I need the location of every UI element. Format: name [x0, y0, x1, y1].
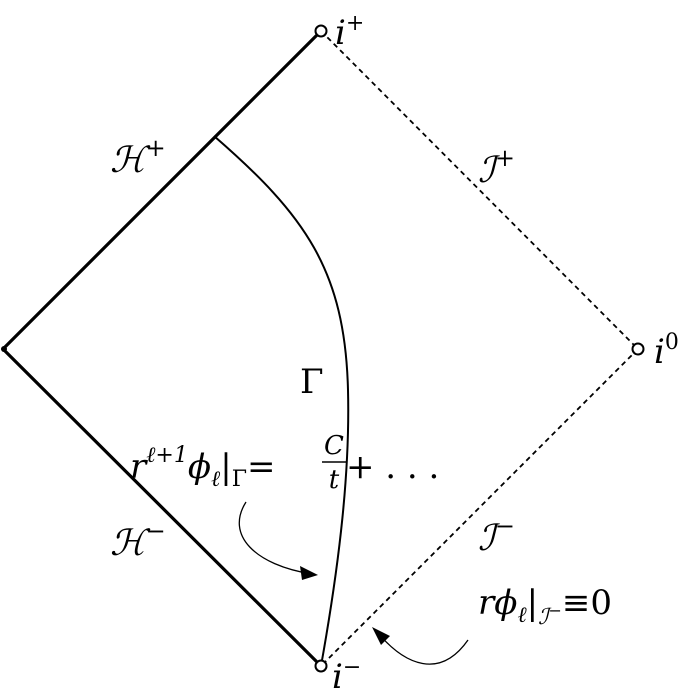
- ann2-r: r: [478, 583, 496, 623]
- past-horizon-label: ℋ−: [110, 517, 166, 564]
- future-null-infinity-edge: [320, 30, 639, 350]
- gamma-annotation-arrow: [238, 501, 313, 575]
- i-zero-label: i0: [654, 330, 679, 372]
- i-zero-marker: [631, 342, 645, 356]
- ann-bar: |: [220, 447, 231, 487]
- i-minus-label: i−: [332, 655, 361, 688]
- gamma-annotation-arrowhead: [300, 566, 318, 580]
- future-horizon-label: ℋ+: [110, 134, 166, 181]
- future-null-infinity-label: ℐ+: [478, 144, 515, 191]
- gamma-label: Γ: [300, 362, 324, 402]
- future-horizon-edge: [1, 29, 323, 351]
- ann-r: r: [130, 447, 148, 487]
- ann2-bar: |: [527, 583, 538, 623]
- ann-frac-den: t: [329, 465, 340, 495]
- gamma-curve: [213, 135, 350, 667]
- svg-text:rϕℓ|ℐ−≡0: rϕℓ|ℐ−≡0: [478, 583, 612, 630]
- scri-boundary-condition: rϕℓ|ℐ−≡0: [478, 583, 612, 630]
- ann-phi: ϕ: [188, 447, 211, 487]
- ann2-phi-sub: ℓ: [517, 603, 527, 628]
- svg-text:rℓ+1ϕℓ|Γ=: rℓ+1ϕℓ|Γ=: [130, 443, 275, 492]
- scri-annotation-arrowhead: [372, 627, 390, 645]
- ann-frac-num: C: [324, 431, 344, 461]
- i-plus-label: i+: [335, 11, 364, 53]
- ann-bar-sub: Γ: [232, 467, 247, 492]
- i-plus-marker: [314, 24, 328, 38]
- ann-tail: + . . .: [346, 447, 439, 487]
- past-horizon-edge: [1, 347, 323, 668]
- ann2-value: 0: [590, 583, 612, 623]
- past-null-infinity-label: ℐ−: [478, 512, 515, 559]
- i-minus-marker: [314, 659, 328, 673]
- gamma-boundary-condition: rℓ+1ϕℓ|Γ= C t + . . .: [130, 431, 439, 495]
- ann-exponent: ℓ+1: [146, 443, 188, 468]
- past-null-infinity-edge: [320, 348, 639, 667]
- ann2-bar-sub-sup: −: [548, 601, 561, 620]
- ann-phi-sub: ℓ: [211, 467, 221, 492]
- scri-annotation-arrow: [377, 632, 469, 665]
- ann-equals: =: [247, 447, 276, 487]
- ann2-equiv: ≡: [562, 583, 591, 623]
- ann2-phi: ϕ: [494, 583, 517, 623]
- left-vertex-dot: [1, 346, 7, 352]
